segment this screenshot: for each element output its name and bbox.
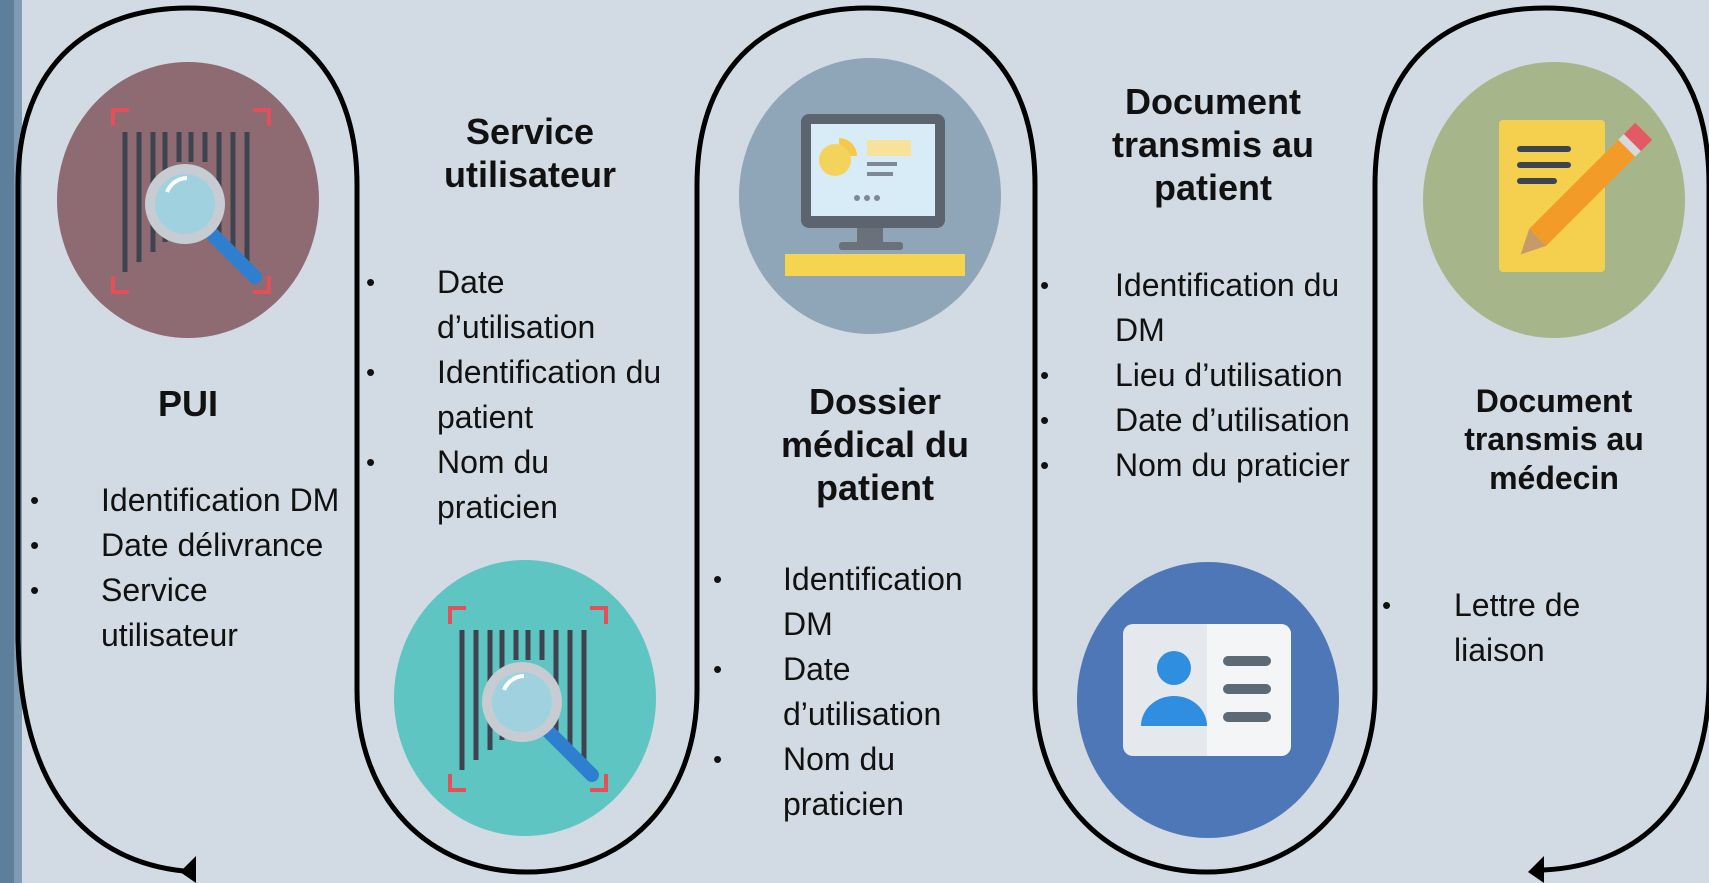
barcode-scan-icon	[111, 108, 271, 294]
step-1-icon-circle	[57, 62, 319, 338]
list-item: •Service utilisateur	[30, 568, 350, 658]
step-4-title: Document transmis au patient	[1111, 81, 1315, 209]
list-item-text: Identification du patient	[437, 354, 662, 435]
list-item: •Identification DM	[30, 478, 350, 523]
list-item-text: Identification DM	[783, 561, 963, 642]
step-5-icon-circle	[1423, 62, 1685, 338]
list-item-text: Date d’utilisation	[783, 651, 942, 732]
arrowhead-right	[1528, 856, 1544, 883]
list-item-text: Identification du DM	[1115, 267, 1340, 348]
step-1-title: PUI	[157, 383, 218, 424]
list-item: •Nom du praticien	[713, 737, 1013, 827]
document-pencil-icon	[1499, 120, 1653, 272]
step-3-list: •Identification DM •Date d’utilisation •…	[713, 557, 1013, 827]
list-item-text: Service utilisateur	[101, 572, 238, 653]
serpentine-path	[15, 5, 1709, 875]
list-item-text: Nom du praticien	[437, 444, 558, 525]
list-item-text: Nom du praticier	[1115, 447, 1350, 483]
list-item: •Nom du praticien	[366, 440, 666, 530]
step-2-list: •Date d’utilisation •Identification du p…	[366, 260, 666, 530]
list-item-text: Date d’utilisation	[437, 264, 596, 345]
list-item-text: Nom du praticien	[783, 741, 904, 822]
list-item: •Date d’utilisation	[366, 260, 666, 350]
list-item: •Date d’utilisation	[713, 647, 1013, 737]
arrowhead-left	[180, 856, 196, 883]
list-item: •Date d’utilisation	[1040, 398, 1380, 443]
barcode-scan-icon	[448, 606, 608, 792]
step-3-title: Dossier médical du patient	[780, 381, 970, 509]
list-item-text: Lettre de liaison	[1454, 587, 1581, 668]
step-3-icon-circle	[739, 58, 1001, 334]
list-item: •Identification DM	[713, 557, 1013, 647]
step-4-list: •Identification du DM •Lieu d’utilisatio…	[1040, 263, 1380, 488]
step-5-list: •Lettre de liaison	[1382, 583, 1682, 673]
list-item: •Identification du DM	[1040, 263, 1380, 353]
step-5-title: Document transmis au médecin	[1464, 383, 1644, 496]
step-2-icon-circle	[394, 560, 656, 836]
list-item: •Lettre de liaison	[1382, 583, 1682, 673]
list-item-text: Lieu d’utilisation	[1115, 357, 1343, 393]
step-1-list: •Identification DM •Date délivrance •Ser…	[30, 478, 350, 658]
list-item: •Lieu d’utilisation	[1040, 353, 1380, 398]
list-item-text: Date délivrance	[101, 527, 324, 563]
list-item: •Nom du praticier	[1040, 443, 1380, 488]
list-item-text: Identification DM	[101, 482, 340, 518]
step-4-icon-circle	[1077, 562, 1339, 838]
id-card-icon	[1123, 624, 1291, 756]
list-item-text: Date d’utilisation	[1115, 402, 1350, 438]
list-item: •Date délivrance	[30, 523, 350, 568]
list-item: •Identification du patient	[366, 350, 666, 440]
computer-monitor-icon	[785, 114, 965, 276]
step-2-title: Service utilisateur	[443, 111, 617, 196]
